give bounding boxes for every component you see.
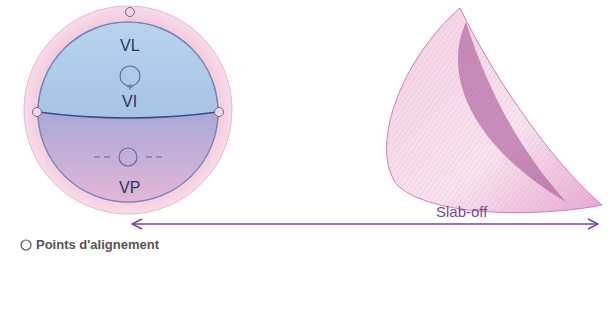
vi-line <box>38 112 218 118</box>
lens-edge-streak <box>458 22 566 202</box>
far-vision-zone <box>38 22 218 202</box>
near-reference-circle <box>119 148 137 166</box>
alignment-point <box>215 108 224 117</box>
fitting-cross <box>127 84 133 90</box>
slab-off-arrow <box>132 223 598 224</box>
legend-symbol <box>21 240 31 250</box>
zone-label: VI <box>122 94 137 110</box>
near-vision-zone <box>38 112 218 202</box>
zone-label: VL <box>120 38 140 54</box>
near-dashes <box>94 157 162 158</box>
legend-text: Points d'alignement <box>36 238 159 251</box>
zone-label: VP <box>119 180 140 196</box>
alignment-point <box>126 8 135 17</box>
lens-side-view <box>387 8 602 213</box>
alignment-point <box>33 108 42 117</box>
slab-off-label: Slab-off <box>436 204 487 219</box>
far-reference-circle <box>120 66 140 86</box>
lens-outer-ring <box>24 6 232 214</box>
